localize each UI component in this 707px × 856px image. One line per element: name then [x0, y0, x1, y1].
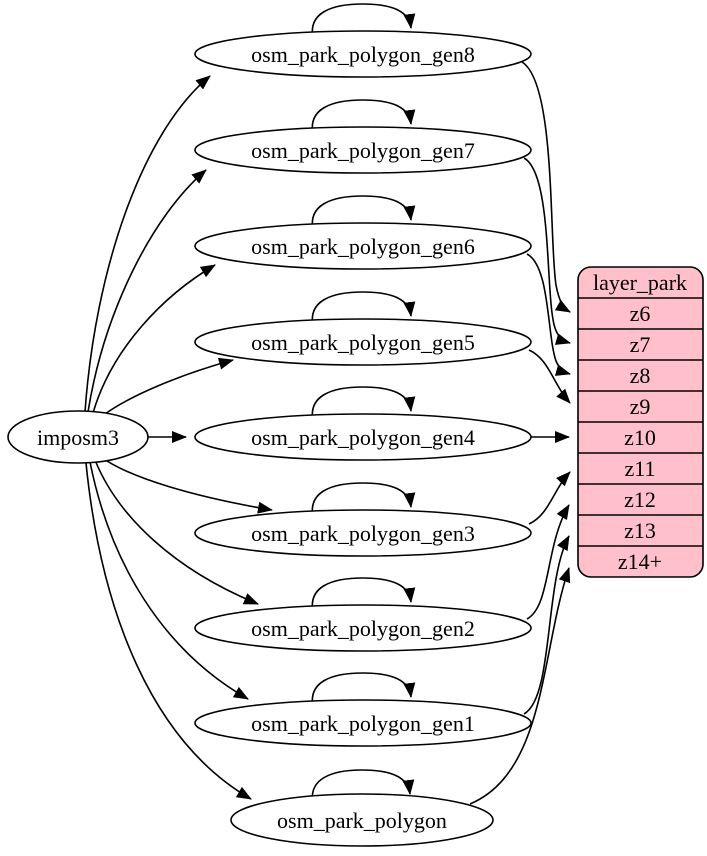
node-osm-park-polygon-gen2: osm_park_polygon_gen2 — [194, 604, 532, 652]
self-loop-gen1 — [311, 672, 416, 708]
layer-park-row-z11: z11 — [625, 456, 656, 481]
self-loop-gen5 — [311, 291, 416, 327]
node-imposm3-label: imposm3 — [37, 425, 119, 450]
node-osm-park-polygon-gen6: osm_park_polygon_gen6 — [194, 222, 532, 270]
node-gen1-ellipse — [194, 699, 532, 747]
edge-imposm3-polygon — [85, 462, 252, 800]
node-gen8-label: osm_park_polygon_gen8 — [251, 42, 475, 67]
layer-park-title: layer_park — [593, 270, 687, 295]
layer-park-row-z7: z7 — [630, 332, 651, 357]
edge-polygon-z14 — [469, 567, 571, 805]
layer-park-row-z8: z8 — [630, 363, 651, 388]
edge-imposm3-gen1 — [89, 461, 249, 700]
edge-gen3-z11 — [528, 471, 571, 525]
layer-park-row-z6: z6 — [630, 301, 651, 326]
node-gen6-label: osm_park_polygon_gen6 — [251, 234, 475, 259]
layer-park-row-z12: z12 — [624, 487, 656, 512]
edge-imposm3-gen6 — [92, 264, 216, 414]
node-gen1-label: osm_park_polygon_gen1 — [251, 711, 475, 736]
edge-gen5-z9 — [528, 349, 571, 404]
self-loop-gen4 — [311, 386, 416, 422]
self-loop-gen6 — [311, 195, 416, 231]
node-polygon-ellipse — [230, 793, 494, 847]
layer-park-row-z13: z13 — [624, 518, 656, 543]
edges-from-source — [84, 75, 273, 800]
node-gen2-ellipse — [194, 604, 532, 652]
self-loop-gen3 — [311, 482, 416, 518]
edge-gen2-z12 — [526, 504, 570, 620]
edge-gen7-z7 — [523, 157, 571, 345]
edge-gen1-z13 — [523, 535, 570, 715]
node-gen6-ellipse — [194, 222, 532, 270]
node-gen3-ellipse — [194, 509, 532, 557]
layer-park-record: layer_park z6 z7 z8 z9 z10 z11 z12 z13 z… — [577, 266, 704, 578]
node-gen5-label: osm_park_polygon_gen5 — [251, 330, 475, 355]
edge-imposm3-gen7 — [87, 169, 207, 413]
node-imposm3-ellipse — [7, 410, 149, 464]
layer-park-row-z9: z9 — [630, 394, 651, 419]
node-osm-park-polygon-gen3: osm_park_polygon_gen3 — [194, 509, 532, 557]
node-osm-park-polygon: osm_park_polygon — [230, 793, 494, 847]
node-imposm3: imposm3 — [7, 410, 149, 464]
node-gen7-ellipse — [194, 126, 532, 174]
node-gen7-label: osm_park_polygon_gen7 — [251, 138, 475, 163]
node-polygon-label: osm_park_polygon — [277, 808, 447, 833]
edge-imposm3-gen8 — [84, 75, 211, 413]
node-gen8-ellipse — [194, 30, 532, 78]
node-osm-park-polygon-gen8: osm_park_polygon_gen8 — [194, 30, 532, 78]
node-gen3-label: osm_park_polygon_gen3 — [251, 521, 475, 546]
self-loop-gen2 — [311, 577, 416, 613]
edge-gen6-z8 — [526, 253, 571, 376]
node-osm-park-polygon-gen5: osm_park_polygon_gen5 — [194, 318, 532, 366]
node-gen2-label: osm_park_polygon_gen2 — [251, 616, 475, 641]
self-loop-gen8 — [311, 3, 416, 39]
node-gen5-ellipse — [194, 318, 532, 366]
node-gen4-label: osm_park_polygon_gen4 — [251, 425, 475, 450]
edge-imposm3-gen2 — [94, 459, 259, 605]
self-loop-gen7 — [311, 99, 416, 135]
self-loop-polygon — [311, 769, 415, 805]
node-osm-park-polygon-gen7: osm_park_polygon_gen7 — [194, 126, 532, 174]
edges-to-layer — [469, 61, 571, 805]
node-osm-park-polygon-gen4: osm_park_polygon_gen4 — [194, 413, 532, 461]
layer-park-row-z14: z14+ — [618, 549, 662, 574]
edge-imposm3-gen5 — [100, 357, 234, 418]
self-loop-edges — [311, 3, 416, 805]
edge-gen8-z6 — [521, 61, 571, 313]
node-gen4-ellipse — [194, 413, 532, 461]
layer-park-row-z10: z10 — [624, 425, 656, 450]
edge-imposm3-gen3 — [100, 456, 273, 514]
node-osm-park-polygon-gen1: osm_park_polygon_gen1 — [194, 699, 532, 747]
